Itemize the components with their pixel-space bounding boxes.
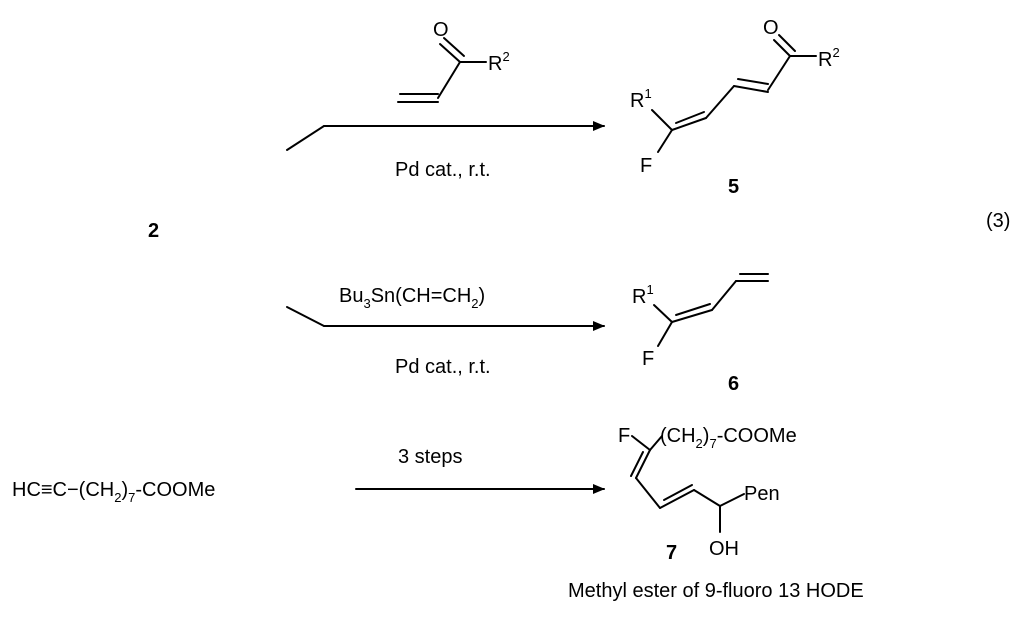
arrow-b-conditions: Pd cat., r.t. bbox=[395, 356, 491, 378]
product-5-carbonyl-bond bbox=[773, 39, 791, 57]
arrow-c-conditions: 3 steps bbox=[398, 446, 462, 468]
enone-carbonyl-bond bbox=[439, 43, 461, 63]
product-7-chain-2 bbox=[693, 489, 721, 507]
product-7-e-double-bond bbox=[659, 489, 695, 509]
product-7-e-double-bond-inner bbox=[663, 484, 693, 501]
enone-bond bbox=[437, 61, 461, 99]
product-5-structure: R1 F O R2 bbox=[630, 17, 840, 177]
product-7-structure: F (CH2)7-COOMe Pen OH bbox=[618, 425, 797, 560]
product-6-z-double-bond bbox=[671, 309, 713, 323]
product-7-oh-label: OH bbox=[709, 538, 739, 560]
product-7-caption: Methyl ester of 9-fluoro 13 HODE bbox=[568, 580, 864, 602]
start-material-alkyne: HC≡C−(CH2)7-COOMe bbox=[12, 479, 215, 505]
product-6-fluoro-label: F bbox=[642, 348, 654, 370]
product-5-z-double-bond bbox=[671, 117, 707, 131]
reagent-enone-structure: O R2 bbox=[397, 19, 510, 103]
product-6-number: 6 bbox=[728, 373, 739, 395]
product-7-number: 7 bbox=[666, 542, 677, 564]
product-5-number: 5 bbox=[728, 176, 739, 198]
reagent-vinyltin: Bu3Sn(CH=CH2) bbox=[339, 285, 485, 311]
product-7-cf-bond bbox=[631, 435, 651, 451]
equation-number: (3) bbox=[986, 210, 1010, 232]
arrow-a-tail bbox=[286, 125, 325, 151]
product-6-cf-bond bbox=[657, 321, 673, 347]
product-7-pen-label: Pen bbox=[744, 483, 780, 505]
product-5-r1-bond bbox=[651, 109, 673, 131]
product-6-r1-bond bbox=[653, 304, 673, 323]
enone-carbonyl-bond-2 bbox=[443, 37, 465, 57]
product-5-r2-label: R2 bbox=[818, 45, 840, 71]
product-5-oxygen-label: O bbox=[763, 17, 779, 39]
product-6-chain-1 bbox=[711, 280, 737, 311]
product-7-chain-label: (CH2)7-COOMe bbox=[660, 425, 797, 451]
product-5-chain-2 bbox=[767, 55, 791, 91]
product-7-pen-bond bbox=[719, 493, 745, 507]
product-5-carbonyl-bond-2 bbox=[778, 34, 796, 52]
product-5-z-double-bond-inner bbox=[675, 111, 705, 124]
enone-oxygen-label: O bbox=[433, 19, 449, 41]
product-7-chain-1 bbox=[635, 477, 661, 509]
enone-r2-label: R2 bbox=[488, 49, 510, 75]
product-5-chain-1 bbox=[705, 85, 735, 119]
arrow-a-conditions: Pd cat., r.t. bbox=[395, 159, 491, 181]
product-6-structure: R1 F bbox=[632, 273, 769, 370]
product-6-z-double-bond-inner bbox=[675, 303, 711, 316]
product-5-fluoro-label: F bbox=[640, 155, 652, 177]
product-5-e-double-bond bbox=[733, 85, 769, 93]
product-7-z-double-bond bbox=[635, 449, 651, 479]
product-7-chain-bond bbox=[649, 435, 663, 451]
product-5-r1-label: R1 bbox=[630, 86, 652, 112]
product-6-r1-label: R1 bbox=[632, 282, 654, 308]
arrow-b-tail bbox=[286, 306, 325, 327]
starting-compound-number: 2 bbox=[148, 220, 159, 242]
product-7-fluoro-label: F bbox=[618, 425, 630, 447]
product-5-cf-bond bbox=[657, 129, 673, 153]
product-7-z-double-bond-inner bbox=[630, 451, 644, 477]
product-5-e-double-bond-inner bbox=[737, 78, 769, 85]
